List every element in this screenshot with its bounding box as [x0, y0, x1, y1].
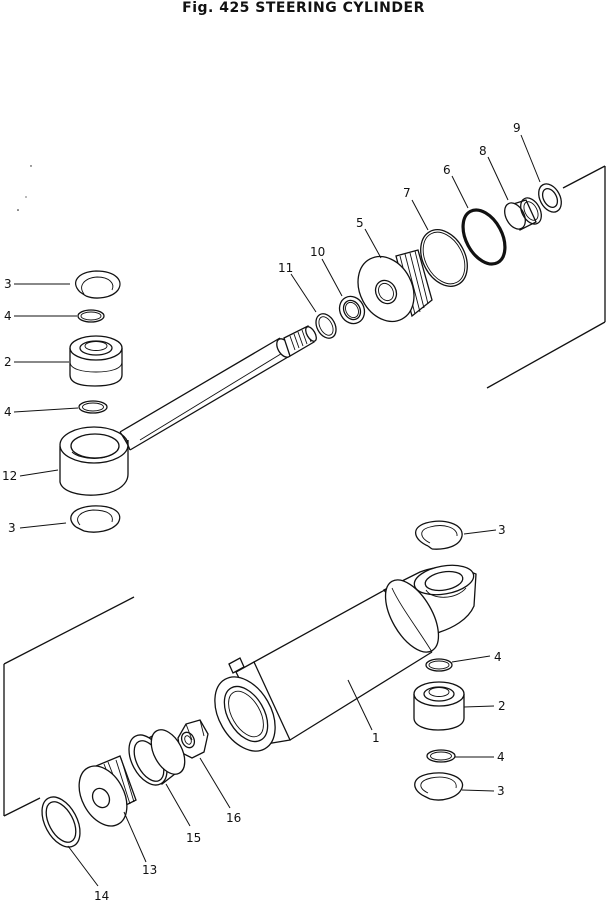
callout-14: 14 [94, 889, 109, 902]
bushing-8 [504, 197, 542, 231]
callout-12: 12 [2, 469, 17, 483]
o-ring-4-lower-top-inner [428, 660, 450, 670]
o-ring-4-lower-bottom-inner [430, 751, 452, 761]
callout-5: 5 [356, 216, 364, 230]
callout-16: 16 [226, 811, 241, 825]
snap-ring-3-lower-top [415, 520, 463, 550]
o-ring-4-upper-bottom [78, 400, 108, 414]
callout-10: 10 [310, 245, 325, 259]
scan-specks [17, 165, 32, 211]
o-ring-7-inner [422, 231, 466, 285]
callout-1: 1 [372, 731, 380, 745]
piston-13 [78, 755, 137, 827]
callout-3-lower-bottom: 3 [497, 784, 505, 798]
callout-labels: 3 4 2 4 12 3 11 10 5 7 6 8 9 3 4 2 4 3 1… [2, 121, 521, 903]
callout-2-upper: 2 [4, 355, 12, 369]
piston-rod-12 [59, 325, 317, 496]
ring-10 [338, 295, 366, 325]
ring-15 [128, 729, 186, 786]
callout-3-upper-top: 3 [4, 277, 12, 291]
callout-15: 15 [186, 831, 201, 845]
snap-ring-3-lower-bottom [414, 772, 464, 801]
callout-13: 13 [142, 863, 157, 877]
ring-14 [41, 796, 81, 848]
figure-title: Fig. 425 STEERING CYLINDER [182, 0, 425, 16]
o-ring-4-upper-top [77, 309, 105, 323]
callout-8: 8 [479, 144, 487, 158]
callout-4-upper-bottom: 4 [4, 405, 12, 419]
callout-11: 11 [278, 261, 293, 275]
upper-frame-lines [486, 165, 606, 389]
seal-9 [538, 183, 562, 213]
bottom-bushing-2 [413, 681, 465, 731]
snap-ring-3-upper-top [75, 270, 121, 299]
lower-frame-lines [3, 596, 135, 817]
o-ring-4-upper-top-inner [80, 311, 102, 321]
callout-4-lower-top: 4 [494, 650, 502, 664]
callout-2-lower: 2 [498, 699, 506, 713]
nut-16 [177, 719, 209, 759]
rod-end-bushing-2 [69, 335, 123, 387]
callout-3-upper-bottom: 3 [8, 521, 16, 535]
o-ring-4-lower-bottom [426, 749, 456, 763]
snap-ring-11 [315, 313, 337, 339]
callout-4-lower-bottom: 4 [497, 750, 505, 764]
callout-9: 9 [513, 121, 521, 135]
o-ring-4-upper-bottom-inner [82, 402, 104, 412]
callout-4-upper-top: 4 [4, 309, 12, 323]
leader-lines [13, 134, 541, 887]
callout-3-lower-top: 3 [498, 523, 506, 537]
snap-ring-3-upper-bottom [70, 505, 121, 533]
callout-6: 6 [443, 163, 451, 177]
o-ring-4-lower-top [425, 658, 453, 672]
cylinder-head-5 [357, 249, 433, 323]
callout-7: 7 [403, 186, 411, 200]
o-ring-7 [420, 229, 468, 287]
cylinder-tube-1 [214, 564, 477, 752]
o-ring-6 [461, 208, 507, 266]
